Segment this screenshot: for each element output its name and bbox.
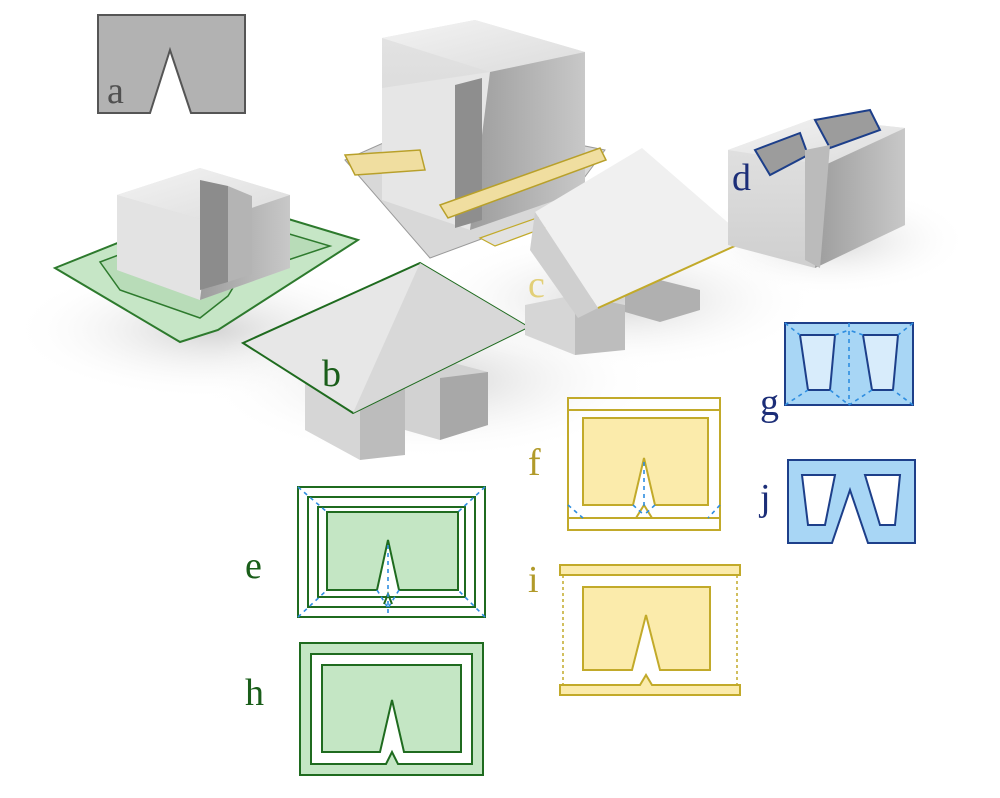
label-h: h bbox=[245, 672, 264, 714]
model-b-hip-roof: b bbox=[240, 261, 531, 460]
label-f: f bbox=[528, 442, 541, 484]
label-e: e bbox=[245, 545, 262, 587]
label-a: a bbox=[107, 70, 124, 112]
diagram-f: f bbox=[528, 397, 721, 531]
model-yellow-folded-plates bbox=[343, 20, 608, 259]
label-i: i bbox=[528, 559, 539, 601]
footprint-a: a bbox=[97, 14, 246, 114]
diagram-g: g bbox=[760, 322, 914, 424]
diagram-e: e bbox=[245, 486, 486, 618]
label-d: d bbox=[732, 157, 751, 199]
label-c: c bbox=[528, 264, 545, 306]
model-c-gable-roof: c bbox=[478, 148, 749, 355]
diagram-i: i bbox=[528, 559, 741, 696]
diagram-j: j bbox=[758, 459, 916, 544]
label-j: j bbox=[758, 477, 771, 519]
label-g: g bbox=[760, 382, 779, 424]
label-b: b bbox=[322, 353, 341, 395]
model-green-flat-roof bbox=[52, 168, 361, 344]
model-d-cut-block: d bbox=[728, 108, 905, 268]
diagram-h: h bbox=[245, 642, 484, 776]
